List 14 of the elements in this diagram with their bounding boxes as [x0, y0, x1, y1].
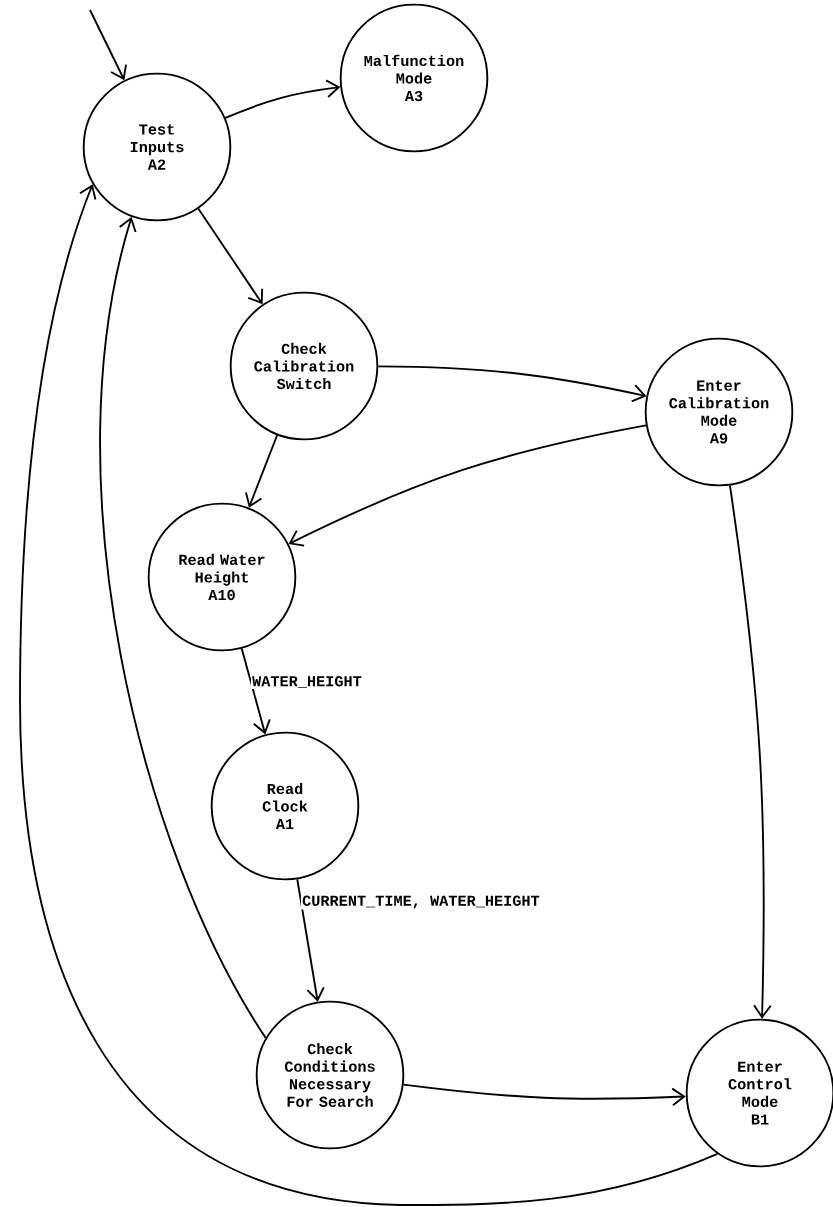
arrow	[296, 878, 325, 1002]
arrow	[89, 9, 127, 81]
arrow	[19, 184, 719, 1206]
arrow	[224, 79, 341, 119]
arrow	[245, 434, 279, 508]
arrow	[197, 207, 264, 305]
arrow	[728, 484, 772, 1019]
arrow	[402, 1083, 686, 1107]
edge-label: WATER_HEIGHT	[250, 674, 363, 690]
arrow	[288, 424, 647, 547]
arrow	[240, 647, 271, 735]
arrow	[99, 216, 267, 1039]
edge-label: CURRENT_TIME, WATER_HEIGHT	[300, 894, 541, 910]
arrow	[377, 365, 647, 403]
